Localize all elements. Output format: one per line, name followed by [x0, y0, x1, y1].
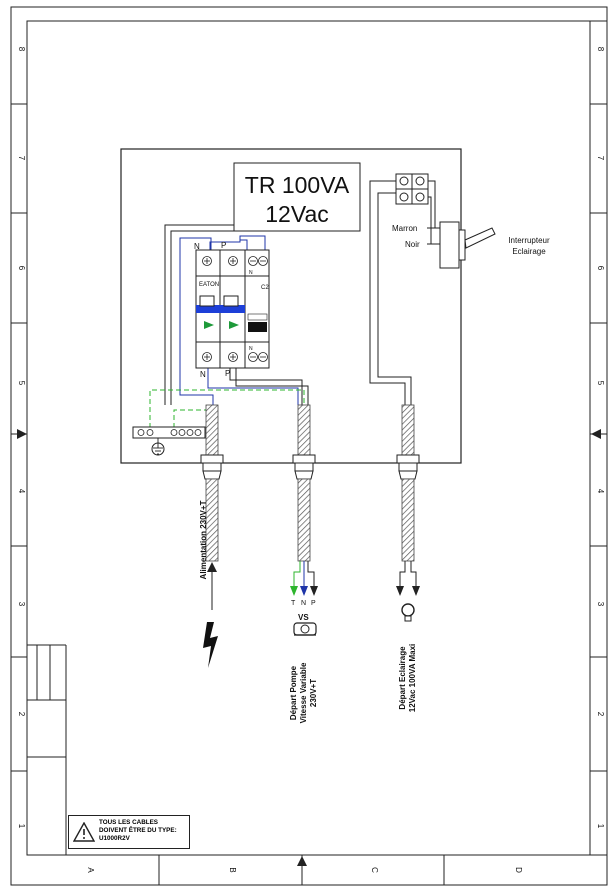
secondary-terminal-block	[395, 173, 429, 205]
pump-icon: VS	[293, 613, 317, 636]
label-pompe-2: Vitesse Variable	[299, 662, 308, 723]
label-eclairage-1: Départ Eclairage	[398, 646, 407, 710]
breaker-bottom-p: P	[225, 369, 230, 378]
black-wiring	[164, 180, 440, 405]
row-number: 7	[17, 156, 26, 161]
supply-arrow-icon	[207, 562, 217, 610]
label-alimentation: Alimentation 230V+T	[199, 500, 208, 579]
terminal-n: N	[301, 600, 306, 607]
warning-line-1: TOUS LES CABLES	[99, 819, 159, 826]
row-number: 5	[596, 381, 605, 386]
breaker-bottom-n: N	[200, 370, 206, 379]
breaker-brand: EATON	[199, 282, 219, 288]
label-pompe-1: Départ Pompe	[289, 665, 298, 720]
breaker-top-p: P	[221, 241, 226, 250]
earth-terminal-strip	[132, 426, 206, 456]
warning-line-2: DOIVENT ÊTRE DU TYPE:	[99, 827, 177, 834]
row-number: 7	[596, 156, 605, 161]
switch-title-2: Eclairage	[512, 247, 546, 256]
pump-vs-label: VS	[298, 613, 309, 622]
column-letter: B	[228, 867, 237, 872]
cable-gland-eclairage	[396, 404, 420, 562]
cable-gland-alimentation	[200, 404, 224, 562]
label-pompe-3: 230V+T	[309, 679, 318, 707]
row-numbers-right: 8 7 6 5 4 3 2 1	[596, 47, 605, 829]
row-number: 3	[596, 602, 605, 607]
lightning-icon	[203, 622, 218, 668]
terminal-t: T	[291, 600, 296, 607]
cable-gland-pompe	[292, 404, 316, 562]
column-letters: A B C D	[86, 867, 523, 873]
switch-wire-marron: Marron	[392, 224, 417, 233]
cable-type-warning: TOUS LES CABLES DOIVENT ÊTRE DU TYPE: U1…	[68, 815, 190, 849]
breaker-bottom-n-small: N	[249, 346, 253, 352]
row-number: 5	[17, 381, 26, 386]
label-eclairage-2: 12Vac 100VA Maxi	[408, 644, 417, 713]
row-number: 8	[596, 47, 605, 52]
switch-wire-noir: Noir	[405, 240, 420, 249]
row-number: 2	[596, 712, 605, 717]
circuit-breaker: EATON C2 N P N N P N	[194, 241, 270, 379]
row-numbers-left: 8 7 6 5 4 3 2 1	[17, 47, 26, 829]
earth-wiring	[149, 389, 305, 428]
breaker-top-n: N	[194, 242, 200, 251]
transformer-rating: TR 100VA	[245, 172, 350, 198]
enclosure	[120, 148, 462, 464]
row-number: 6	[17, 266, 26, 271]
row-number: 4	[596, 489, 605, 494]
row-number: 6	[596, 266, 605, 271]
warning-line-3: U1000R2V	[99, 835, 130, 842]
row-number: 1	[17, 824, 26, 829]
row-number: 2	[17, 712, 26, 717]
lightbulb-icon	[401, 603, 415, 622]
column-letter: C	[370, 867, 379, 873]
column-letter: D	[514, 867, 523, 873]
row-number: 4	[17, 489, 26, 494]
pump-output-conductors: T N P	[290, 561, 318, 607]
column-letter: A	[86, 867, 95, 873]
row-number: 3	[17, 602, 26, 607]
light-switch: Marron Noir Interrupteur Eclairage	[392, 221, 550, 269]
terminal-p: P	[311, 600, 316, 607]
breaker-top-n-small: N	[249, 270, 253, 276]
row-number: 8	[17, 47, 26, 52]
lighting-output-conductors	[396, 561, 420, 596]
blue-wiring	[179, 235, 299, 405]
row-number: 1	[596, 824, 605, 829]
transformer-voltage: 12Vac	[265, 201, 329, 227]
breaker-rating: C2	[261, 285, 269, 291]
warning-triangle-icon	[73, 822, 95, 842]
switch-title-1: Interrupteur	[508, 236, 550, 245]
drawing-frame	[10, 6, 608, 886]
transformer: TR 100VA 12Vac	[233, 162, 361, 232]
